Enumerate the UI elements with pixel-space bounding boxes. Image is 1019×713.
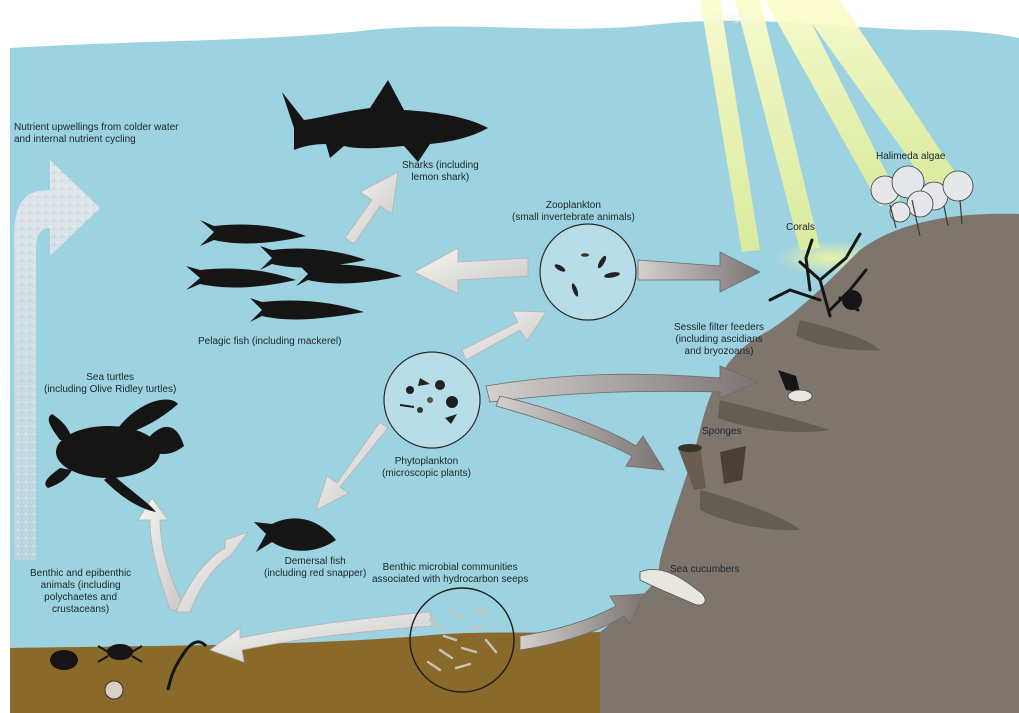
label-sea-cucumbers: Sea cucumbers — [670, 564, 739, 576]
label-sessile-filter-feeders: Sessile filter feeders(including ascidia… — [674, 322, 764, 358]
label-sunlight: Sunlight — [710, 12, 748, 24]
label-pelagic-fish: Pelagic fish (including mackerel) — [198, 336, 341, 348]
label-corals: Corals — [786, 222, 815, 234]
label-sponges: Sponges — [702, 426, 741, 438]
label-phytoplankton: Phytoplankton(microscopic plants) — [382, 456, 471, 480]
phytoplankton-circle — [384, 352, 480, 448]
label-zooplankton: Zooplankton(small invertebrate animals) — [512, 200, 635, 224]
label-sea-turtles: Sea turtles(including Olive Ridley turtl… — [44, 372, 176, 396]
label-halimeda-algae: Halimeda algae — [876, 151, 946, 163]
zooplankton-circle — [540, 224, 636, 320]
label-demersal-fish: Demersal fish(including red snapper) — [264, 556, 366, 580]
